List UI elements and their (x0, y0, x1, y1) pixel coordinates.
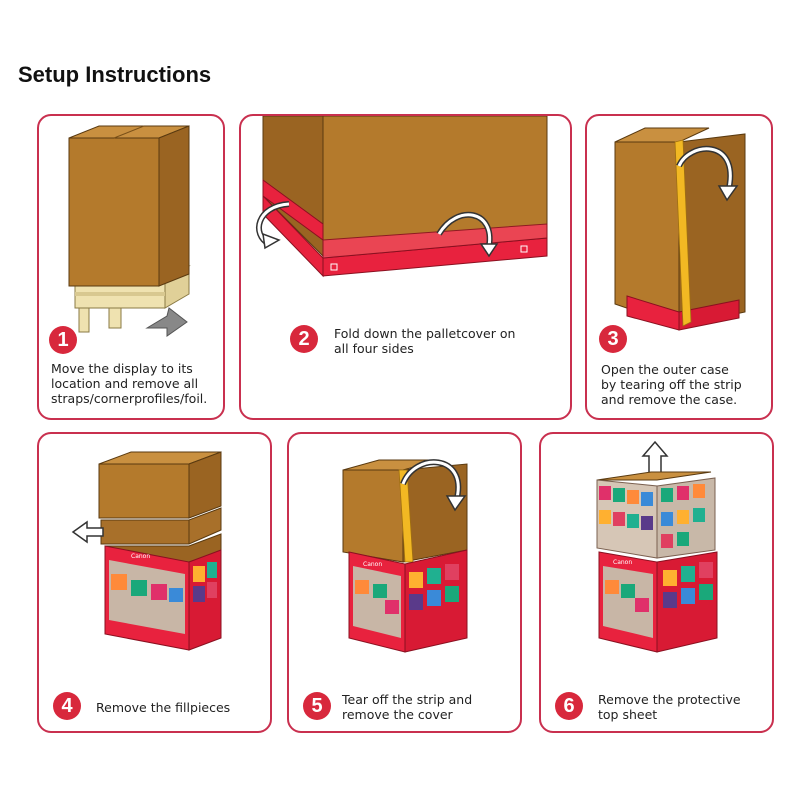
step-3-illustration (614, 127, 746, 331)
step-6-brand-mark: Canon (613, 559, 632, 566)
step-1-number: 1 (49, 326, 77, 354)
step-2-card: 2 Fold down the palletcover on all four … (239, 114, 572, 420)
step-4-card: Canon 4 Remove the fillpieces (37, 432, 272, 733)
step-2-caption-line: all four sides (334, 341, 414, 356)
step-3-caption-line: and remove the case. (601, 392, 738, 407)
step-5-brand-mark: Canon (363, 561, 382, 568)
step-6-caption: Remove the protective top sheet (598, 692, 741, 722)
step-1-card: 1 Move the display to its location and r… (37, 114, 225, 420)
page-title: Setup Instructions (18, 62, 212, 87)
step-5-card: Canon 5 Tear off the strip and remove th… (287, 432, 522, 733)
step-5-caption: Tear off the strip and remove the cover (342, 692, 472, 722)
step-1-caption: Move the display to its location and rem… (51, 361, 207, 406)
step-6-caption-line: Remove the protective (598, 692, 741, 707)
step-3-caption: Open the outer case by tearing off the s… (601, 362, 742, 407)
step-1-caption-line: straps/cornerprofiles/foil. (51, 391, 208, 406)
step-1-caption-line: location and remove all (51, 376, 199, 391)
step-5-number: 5 (303, 692, 331, 720)
step-2-caption-line: Fold down the palletcover on (334, 326, 516, 341)
step-5-illustration: Canon (342, 459, 468, 653)
step-3-number: 3 (599, 325, 627, 353)
step-4-brand-mark: Canon (131, 553, 150, 560)
step-5-caption-line: Tear off the strip and (342, 692, 473, 707)
step-4-caption: Remove the fillpieces (96, 700, 230, 715)
step-4-number: 4 (53, 692, 81, 720)
step-6-number: 6 (555, 692, 583, 720)
step-6-caption-line: top sheet (598, 707, 658, 722)
step-5-caption-line: remove the cover (342, 707, 453, 722)
step-3-caption-line: by tearing off the strip (601, 377, 742, 392)
step-2-caption: Fold down the palletcover on all four si… (334, 326, 515, 356)
step-2-number: 2 (290, 325, 318, 353)
step-3-card: 3 Open the outer case by tearing off the… (585, 114, 773, 420)
step-6-card: Canon 6 Remove the protective top sheet (539, 432, 774, 733)
step-1-illustration (68, 125, 191, 337)
step-4-caption-line: Remove the fillpieces (96, 700, 231, 715)
step-1-caption-line: Move the display to its (51, 361, 193, 376)
step-3-caption-line: Open the outer case (601, 362, 729, 377)
step-6-illustration: Canon (596, 440, 718, 653)
step-4-illustration: Canon (71, 451, 222, 651)
step-2-illustration (256, 116, 548, 278)
